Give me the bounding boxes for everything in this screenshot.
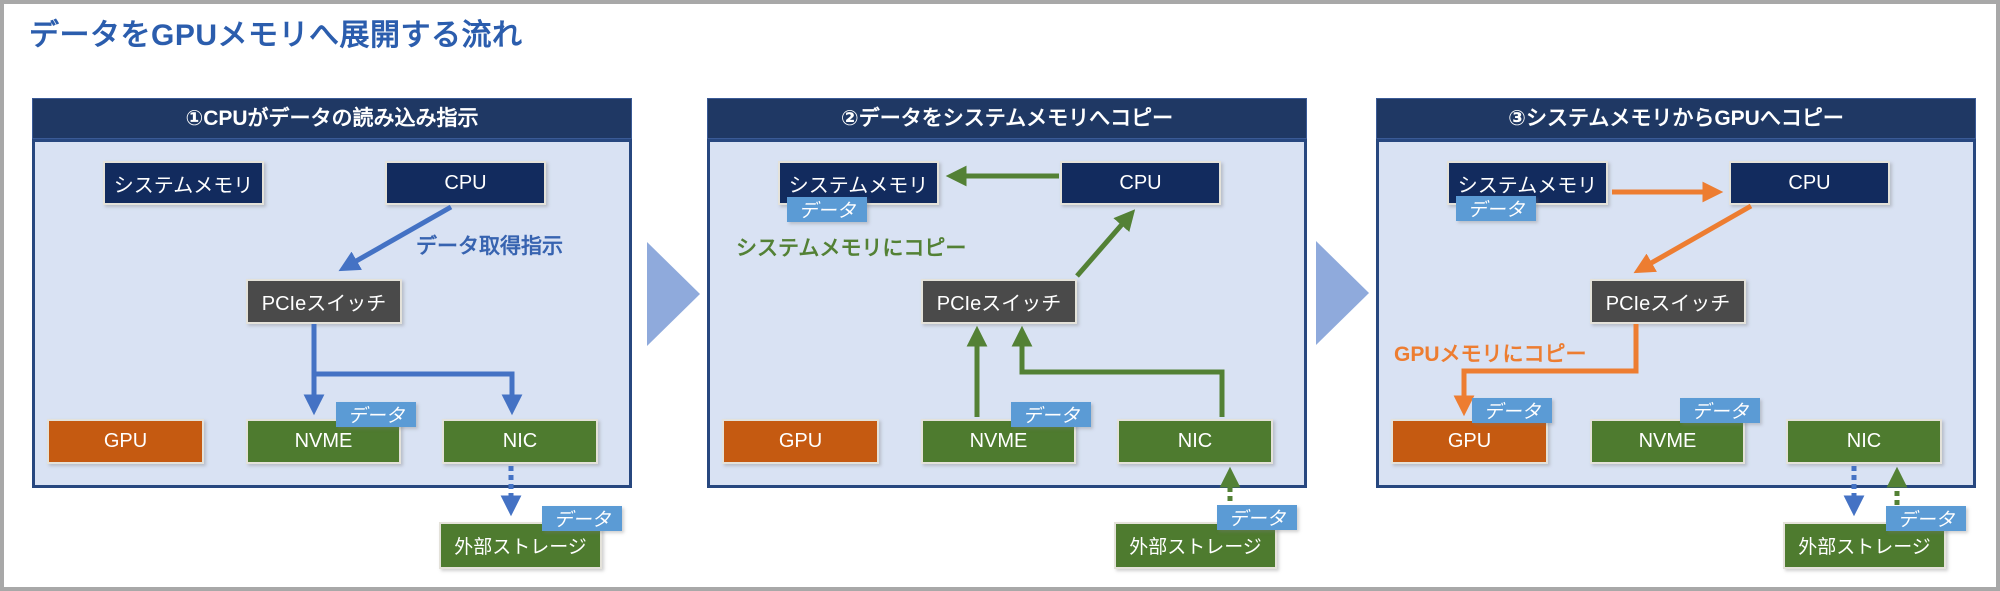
panel1-header: ①CPUがデータの読み込み指示: [32, 98, 632, 139]
panel3-cpu-box: CPU: [1729, 161, 1890, 205]
panel3-header: ③システムメモリからGPUへコピー: [1376, 98, 1976, 139]
panel3-data-tag-storage: データ: [1886, 506, 1966, 531]
panel-step2: ②データをシステムメモリへコピー システムメモリ CPU PCIeスイッチ GP…: [707, 98, 1307, 569]
panel2-data-tag-nvme: データ: [1011, 402, 1091, 427]
panel-step3: ③システムメモリからGPUへコピー システムメモリ CPU PCIeスイッチ G…: [1376, 98, 1976, 569]
panel3-annotation: GPUメモリにコピー: [1394, 343, 1587, 366]
panel2-data-tag-storage: データ: [1217, 505, 1297, 530]
panel3-data-tag-sysmem: データ: [1456, 196, 1536, 221]
panel2-data-tag-sysmem: データ: [787, 197, 867, 222]
panel1-data-tag-nvme: データ: [336, 402, 416, 427]
panel1-data-tag-storage: データ: [542, 506, 622, 531]
panel2-cpu-box: CPU: [1060, 161, 1221, 205]
panel1-pcie-switch-box: PCIeスイッチ: [246, 279, 402, 324]
panel3-data-tag-gpu: データ: [1472, 398, 1552, 423]
panel1-annotation: データ取得指示: [416, 235, 563, 258]
panel1-nic-box: NIC: [442, 419, 598, 464]
chevron-right-icon: [647, 242, 700, 346]
panel3-pcie-switch-box: PCIeスイッチ: [1590, 279, 1746, 324]
chevron-right-icon: [1316, 241, 1369, 345]
page-title: データをGPUメモリへ展開する流れ: [29, 19, 523, 52]
panel2-annotation: システムメモリにコピー: [736, 237, 967, 260]
panel3-data-tag-nvme: データ: [1680, 398, 1760, 423]
panel2-external-storage-box: 外部ストレージ: [1114, 522, 1277, 569]
panel1-gpu-box: GPU: [47, 419, 204, 464]
panel1-cpu-box: CPU: [385, 161, 546, 205]
panel3-gpu-box: GPU: [1391, 419, 1548, 464]
panel2-pcie-switch-box: PCIeスイッチ: [921, 279, 1077, 324]
panel-step1: ①CPUがデータの読み込み指示 システムメモリ CPU PCIeスイッチ GPU…: [32, 98, 632, 569]
panel2-gpu-box: GPU: [722, 419, 879, 464]
panel1-system-memory-box: システムメモリ: [103, 161, 264, 205]
panel2-header: ②データをシステムメモリへコピー: [707, 98, 1307, 139]
panel3-nvme-box: NVME: [1590, 419, 1745, 464]
panel3-nic-box: NIC: [1786, 419, 1942, 464]
panel2-nic-box: NIC: [1117, 419, 1273, 464]
